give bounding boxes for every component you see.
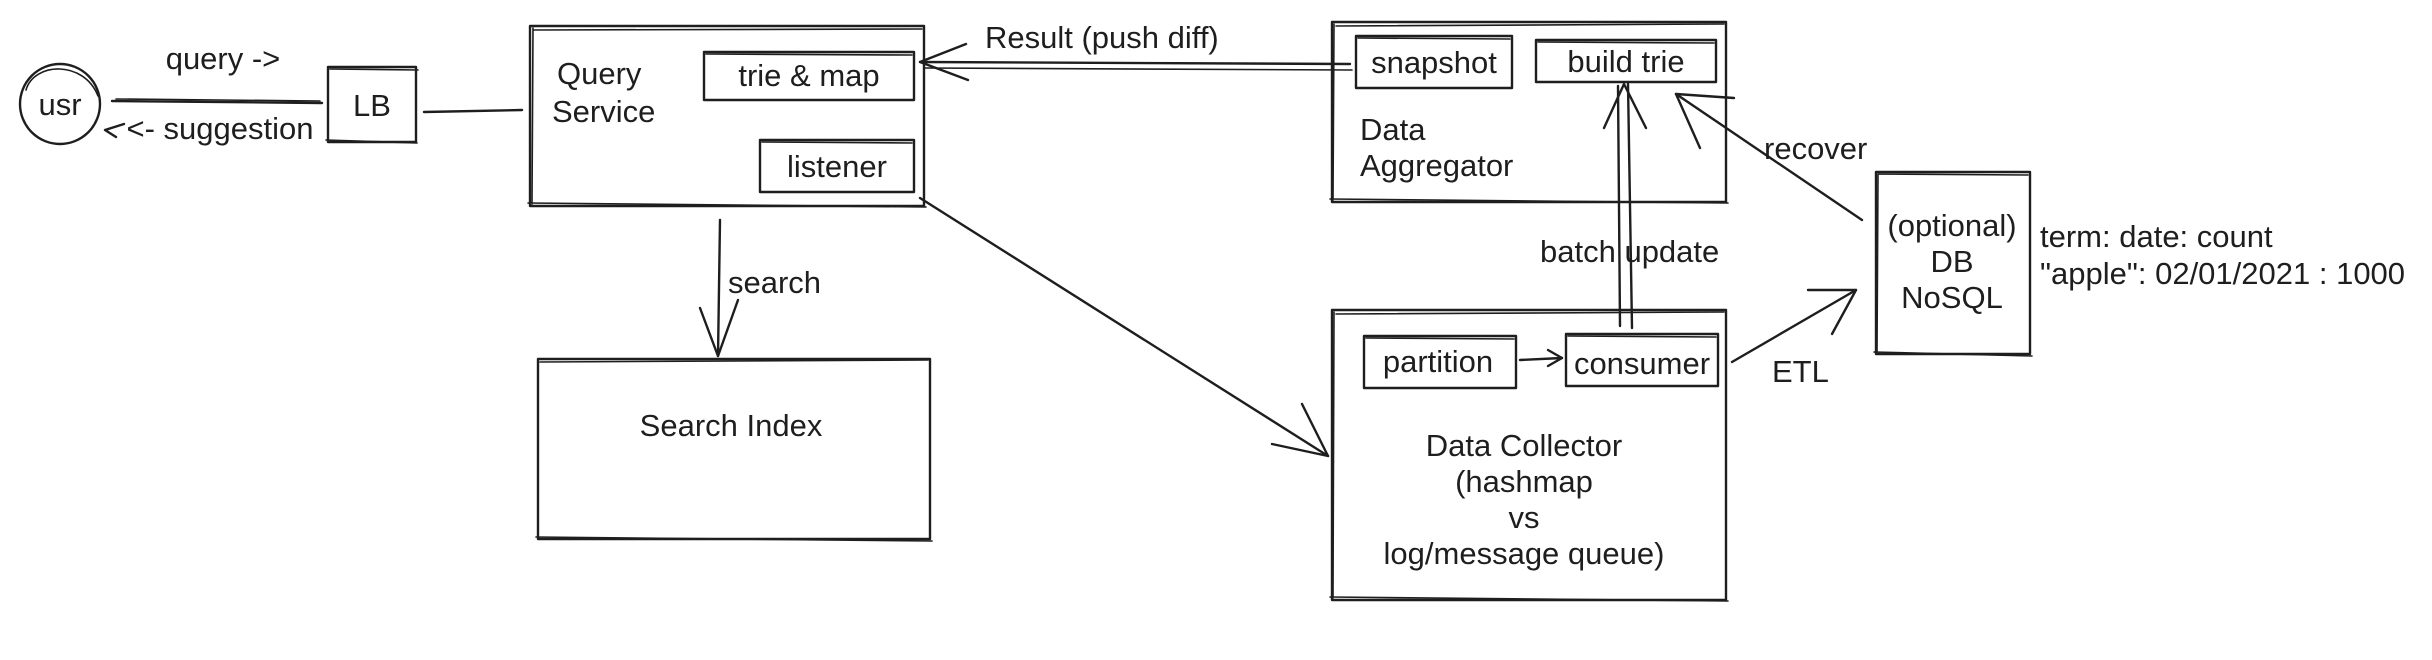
data-aggregator-label-line-1: Data [1360,112,1426,147]
query-service-label-line-2: Service [552,94,655,129]
etl-edge-label: ETL [1772,354,1829,389]
batch-update-edge-label: batch update [1540,234,1719,269]
batch-update-edge: batch update [1540,82,1719,330]
lb-label: LB [353,88,391,123]
search-index-node: Search Index [535,357,933,542]
partition-label: partition [1383,344,1493,379]
recover-edge: recover [1674,92,1867,222]
usr-lb-edge: query -> <- suggestion [103,41,324,146]
listener-to-data-collector-edge [918,196,1330,458]
trie-map-label: trie & map [738,58,879,93]
query-service-label-line-1: Query [557,56,642,91]
consumer-label: consumer [1574,346,1710,381]
trie-map-node: trie & map [702,50,916,102]
db-schema-line-1: term: date: count [2040,219,2273,254]
recover-edge-label: recover [1764,131,1867,166]
partition-to-consumer-edge [1518,348,1564,368]
data-collector-label-line-3: vs [1509,500,1540,535]
snapshot-node: snapshot [1354,34,1514,90]
db-label-line-2: DB [1930,244,1973,279]
usr-node: usr [18,62,102,146]
listener-node: listener [758,138,916,194]
db-label-line-1: (optional) [1887,208,2016,243]
snapshot-label: snapshot [1371,45,1497,80]
db-node: (optional) DB NoSQL [1873,170,2033,357]
partition-node: partition [1362,334,1518,390]
result-edge-label: Result (push diff) [985,20,1219,55]
search-edge-label: search [728,265,821,300]
data-aggregator-node: Data Aggregator [1329,20,1729,204]
lb-to-query-service-edge [422,108,524,114]
data-collector-label-line-2: (hashmap [1455,464,1593,499]
db-schema-line-2: "apple": 02/01/2021 : 1000 [2040,256,2405,291]
db-label-line-3: NoSQL [1901,280,2003,315]
build-trie-node: build trie [1534,38,1718,84]
data-collector-label-line-4: log/message queue) [1384,536,1665,571]
query-service-node: Query Service [527,24,927,208]
etl-edge: ETL [1730,288,1858,389]
suggestion-edge-label: <- suggestion [127,111,314,146]
consumer-node: consumer [1564,332,1720,388]
db-schema-note: term: date: count "apple": 02/01/2021 : … [2040,219,2405,291]
lb-node: LB [325,65,419,144]
usr-label: usr [38,87,81,122]
result-push-diff-edge: Result (push diff) [918,20,1353,82]
search-edge: search [698,218,821,358]
listener-label: listener [787,149,887,184]
data-collector-label-line-1: Data Collector [1426,428,1622,463]
data-aggregator-label-line-2: Aggregator [1360,148,1513,183]
data-collector-node: Data Collector (hashmap vs log/message q… [1329,308,1729,602]
build-trie-label: build trie [1567,44,1684,79]
query-edge-label: query -> [166,41,281,76]
search-index-label: Search Index [640,408,823,443]
